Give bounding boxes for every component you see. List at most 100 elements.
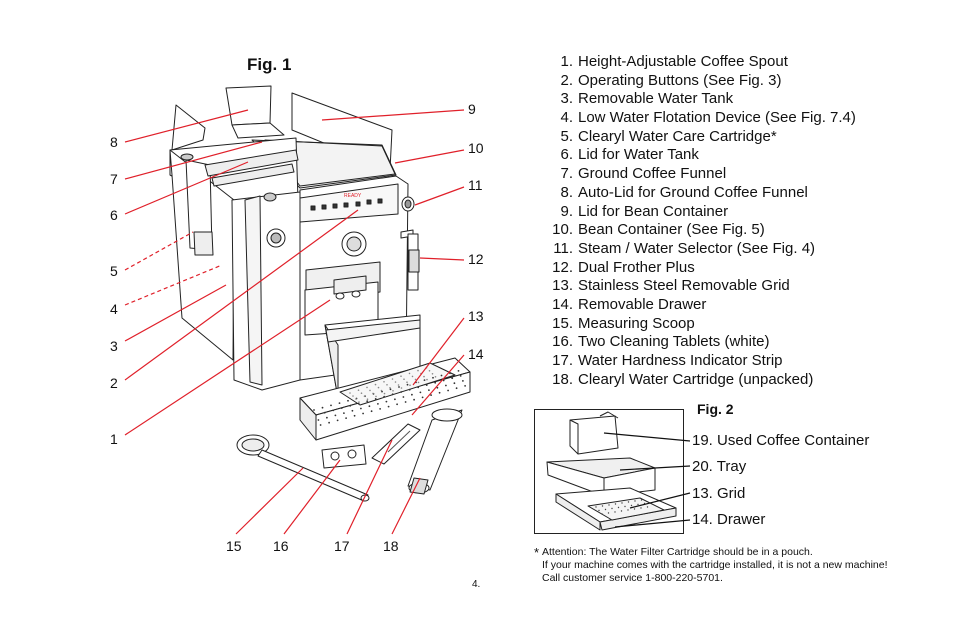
perforation-dot xyxy=(455,387,458,390)
footnote: * Attention: The Water Filter Cartridge … xyxy=(534,546,888,585)
drip-tray xyxy=(299,357,471,441)
perforation-dot xyxy=(385,400,388,403)
perforation-dot xyxy=(379,408,381,410)
perforation-dot xyxy=(423,375,425,378)
ground-coffee-funnel-lid xyxy=(225,85,285,139)
perforation-dot xyxy=(336,419,339,422)
leader-18 xyxy=(391,477,421,535)
perforation-dot xyxy=(372,392,374,395)
perforation-dot xyxy=(449,372,451,375)
perforation-dot xyxy=(340,407,343,409)
perforation-dot xyxy=(362,412,364,415)
perforation-dot xyxy=(419,391,422,394)
perforation-dot xyxy=(447,389,449,392)
perforation-dot xyxy=(403,378,405,381)
callout-15: 15 xyxy=(226,538,242,554)
list-item: 9.Lid for Bean Container xyxy=(560,202,729,220)
perforation-dot xyxy=(451,377,454,380)
perforation-dot xyxy=(414,378,417,381)
footnote-line: Attention: The Water Filter Cartridge sh… xyxy=(542,546,813,558)
perforation-dot xyxy=(400,375,402,378)
cleaning-tablets xyxy=(321,444,367,469)
fig2-label-drawer: 14. Drawer xyxy=(692,511,766,528)
perforation-dot xyxy=(436,386,439,389)
list-item: 5.Clearyl Water Care Cartridge* xyxy=(560,127,777,145)
perforation-dot xyxy=(417,386,420,389)
perforation-dot xyxy=(349,404,352,407)
perforation-dot xyxy=(398,386,400,388)
perforation-dot xyxy=(368,405,371,408)
list-item: 10.Bean Container (See Fig. 5) xyxy=(552,221,765,239)
perforation-dot xyxy=(345,417,347,419)
perforation-dot xyxy=(334,414,337,417)
cup-grid-perforations xyxy=(349,367,437,403)
list-item: 11.Steam / Water Selector (See Fig. 4) xyxy=(553,239,816,257)
callout-17: 17 xyxy=(334,538,350,554)
perforation-dot xyxy=(389,388,392,391)
parts-list: 1.Height-Adjustable Coffee Spout 2.Opera… xyxy=(540,53,856,389)
perforation-dot xyxy=(406,383,409,386)
callout-4: 4 xyxy=(110,301,118,317)
fig2-label-used-coffee-container: 19. Used Coffee Container xyxy=(692,432,870,449)
perforation-dot xyxy=(328,421,330,424)
callout-2: 2 xyxy=(110,375,118,391)
figure2-title: Fig. 2 xyxy=(697,401,734,417)
perforation-dot xyxy=(440,374,443,377)
measuring-scoop xyxy=(236,434,370,502)
perforation-dot xyxy=(404,401,407,403)
list-item: 3.Removable Water Tank xyxy=(560,90,734,108)
perforation-dot xyxy=(459,375,462,377)
leader-11 xyxy=(414,186,465,206)
perforation-dot xyxy=(366,400,369,403)
perforation-dot xyxy=(374,398,377,400)
perforation-dot xyxy=(358,401,360,403)
leader-5 xyxy=(124,231,194,271)
perforation-dot xyxy=(430,394,432,396)
perforation-dot xyxy=(323,411,326,414)
perforation-dot xyxy=(438,391,441,394)
footnote-line: If your machine comes with the cartridge… xyxy=(542,559,888,571)
perforation-dot xyxy=(423,379,426,381)
perforation-dot xyxy=(409,384,411,387)
machine-body xyxy=(169,104,301,391)
perforation-dot xyxy=(434,381,437,384)
leader-3 xyxy=(124,284,227,342)
perforation-dot xyxy=(357,402,360,405)
list-item: 1.Height-Adjustable Coffee Spout xyxy=(560,53,788,70)
list-item: 17.Water Hardness Indicator Strip xyxy=(552,352,783,369)
list-item: 6.Lid for Water Tank xyxy=(560,146,699,164)
perforation-dot xyxy=(319,424,322,426)
perforation-dot xyxy=(360,407,362,410)
perforation-dot xyxy=(425,384,428,386)
perforation-dot xyxy=(391,393,394,396)
footnote-line: Call customer service 1-800-220-5701. xyxy=(542,572,723,584)
perforation-dot xyxy=(357,389,360,392)
list-item: 15.Measuring Scoop xyxy=(552,314,695,332)
perforation-dot xyxy=(369,389,371,392)
perforation-dot xyxy=(326,416,328,419)
perforation-dot xyxy=(332,409,335,412)
perforation-dot xyxy=(400,391,403,393)
leader-lines xyxy=(124,109,465,535)
perforation-dot xyxy=(411,375,414,378)
callout-18: 18 xyxy=(383,538,399,554)
list-item: 16.Two Cleaning Tablets (white) xyxy=(552,333,770,351)
perforation-dot xyxy=(355,398,357,400)
footnote-marker: * xyxy=(534,545,540,560)
perforation-dot xyxy=(432,376,434,379)
perforation-dot xyxy=(428,389,430,391)
perforation-dot xyxy=(397,384,400,386)
leader-9 xyxy=(321,109,465,121)
perforation-dot xyxy=(313,409,315,411)
perforation-dot xyxy=(317,419,320,421)
perforation-dot xyxy=(315,414,318,416)
perforation-dot xyxy=(408,388,411,391)
list-item: 2.Operating Buttons (See Fig. 3) xyxy=(560,71,782,89)
leader-15 xyxy=(235,467,304,535)
perforation-dot xyxy=(383,395,386,398)
clearyl-cartridge xyxy=(407,408,463,495)
leader-1 xyxy=(124,299,331,436)
callout-14: 14 xyxy=(468,346,484,362)
leader-2 xyxy=(124,209,359,381)
